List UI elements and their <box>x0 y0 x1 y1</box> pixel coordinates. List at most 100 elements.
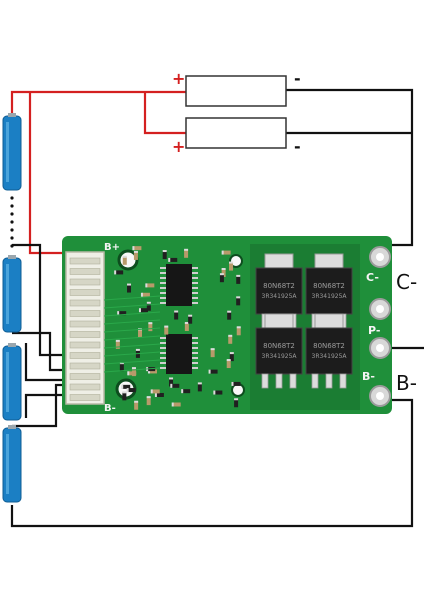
smd-terminal <box>170 383 173 388</box>
smd-component <box>115 340 120 349</box>
battery-cell-cap <box>8 343 16 347</box>
smd-terminal <box>138 308 141 313</box>
connector-pin <box>69 383 101 391</box>
battery-cell-highlight <box>6 122 9 182</box>
balance-connector <box>65 251 105 405</box>
pcb-trace <box>103 303 161 309</box>
mid-pad-hole <box>376 305 384 313</box>
smd-component <box>169 257 178 262</box>
smd-terminal <box>168 257 171 262</box>
smd-terminal <box>236 296 241 299</box>
smd-component <box>219 274 224 283</box>
pack-negative-wire <box>10 398 414 528</box>
connector-pin <box>69 373 101 380</box>
smd-component <box>236 297 241 306</box>
load-upper-plus-sign: + <box>172 69 185 88</box>
smd-terminal <box>174 310 179 313</box>
mosfet-leg <box>275 373 283 389</box>
smd-component <box>115 270 124 275</box>
pcb-trace <box>103 295 161 301</box>
smd-terminal <box>127 283 132 286</box>
ic-leg <box>192 347 198 349</box>
mosfet-leg <box>289 373 297 389</box>
smd-component <box>236 275 241 284</box>
mosfet-tab <box>314 313 344 329</box>
pcb-trace <box>103 343 161 349</box>
mosfet-body <box>305 267 353 315</box>
load-upper-minus-sign: - <box>294 69 301 88</box>
battery-cell-cap <box>8 255 16 259</box>
battery-continuation-dot <box>10 220 14 224</box>
smd-terminal <box>234 398 239 401</box>
ic-leg <box>192 292 198 294</box>
mosfet-tab <box>264 253 294 269</box>
ic-leg <box>160 352 166 354</box>
battery-cell-highlight <box>6 264 9 324</box>
smd-terminal <box>134 400 139 403</box>
smd-terminal <box>115 339 120 342</box>
smd-terminal <box>213 390 216 395</box>
connector-pin <box>69 394 101 401</box>
smd-component <box>169 378 174 387</box>
connector-pin <box>69 289 101 296</box>
smd-terminal <box>221 250 224 255</box>
mosfet-part-number: 80N68T2 <box>313 282 345 290</box>
smd-component <box>222 250 231 255</box>
smd-terminal <box>154 392 157 397</box>
ic-leg <box>192 362 198 364</box>
pcb-trace <box>103 359 161 365</box>
ic-leg <box>192 297 198 299</box>
connector-pin <box>69 341 101 349</box>
ic-leg <box>160 362 166 364</box>
connector-pin <box>69 320 101 328</box>
smd-component <box>226 360 231 369</box>
smd-component <box>228 335 233 344</box>
battery-cell <box>2 257 22 333</box>
smd-component <box>139 308 148 313</box>
smd-terminal <box>171 402 174 407</box>
smd-terminal <box>135 348 140 351</box>
smd-terminal <box>169 377 174 380</box>
smd-terminal <box>197 382 202 385</box>
smd-component <box>119 363 124 372</box>
ic-leg <box>192 337 198 339</box>
ic-leg <box>160 367 166 369</box>
smd-terminal <box>188 314 193 317</box>
smd-component <box>146 397 151 406</box>
smd-terminal <box>126 388 129 393</box>
smd-terminal <box>181 389 184 394</box>
smd-component <box>236 327 241 336</box>
smd-component <box>234 399 239 408</box>
ic-leg <box>192 367 198 369</box>
silk-b-minus: B- <box>104 403 116 414</box>
ic-leg <box>160 337 166 339</box>
battery-continuation-dot <box>10 228 14 232</box>
battery-stack <box>2 113 22 503</box>
mosfet-part-number: 80N68T2 <box>313 342 345 350</box>
mosfet-leg <box>339 373 347 389</box>
ic-leg <box>192 342 198 344</box>
pcb-trace <box>103 367 161 373</box>
smd-component <box>162 251 167 260</box>
battery-cell-highlight <box>6 352 9 412</box>
terminal-b-minus-label: B- <box>396 371 417 395</box>
smd-terminal <box>221 268 226 271</box>
smd-terminal <box>229 352 234 355</box>
ic-leg <box>160 347 166 349</box>
ic-leg <box>160 287 166 289</box>
smd-component <box>155 392 164 397</box>
smd-terminal <box>147 369 150 374</box>
smd-terminal <box>114 270 117 275</box>
smd-terminal <box>145 283 148 288</box>
smd-terminal <box>226 359 231 362</box>
smd-terminal <box>148 322 153 325</box>
smd-component <box>146 302 151 311</box>
black-wire-load-top <box>286 88 414 247</box>
load-box-upper <box>185 75 287 107</box>
smd-terminal <box>162 250 167 253</box>
p-minus-pad-hole <box>376 344 384 352</box>
smd-terminal <box>184 321 189 324</box>
silk-b-plus: B+ <box>104 242 120 253</box>
ic-leg <box>160 357 166 359</box>
